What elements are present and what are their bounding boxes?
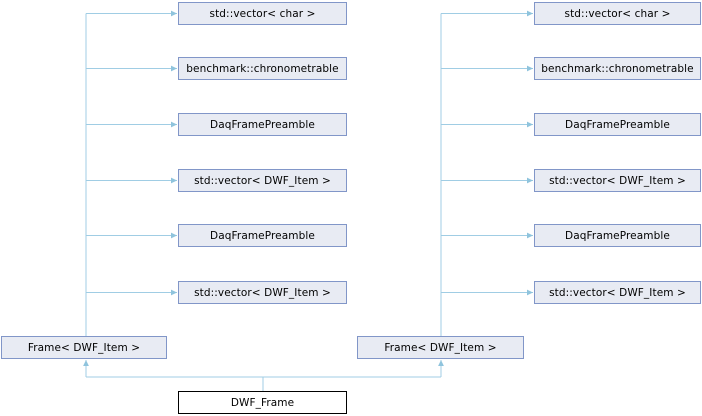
- node-label: std::vector< DWF_Item >: [549, 286, 686, 299]
- node-r-chronometrable[interactable]: benchmark::chronometrable: [534, 57, 701, 80]
- node-label: std::vector< char >: [209, 7, 316, 20]
- node-r-daqframepreamble-1[interactable]: DaqFramePreamble: [534, 113, 701, 136]
- node-label: std::vector< char >: [564, 7, 671, 20]
- node-r-vector-char[interactable]: std::vector< char >: [534, 2, 701, 25]
- node-label: Frame< DWF_Item >: [384, 341, 497, 354]
- node-label: DWF_Frame: [230, 396, 295, 409]
- node-l-daqframepreamble-1[interactable]: DaqFramePreamble: [178, 113, 347, 136]
- node-label: benchmark::chronometrable: [186, 62, 339, 75]
- node-r-vector-dwfitem-2[interactable]: std::vector< DWF_Item >: [534, 281, 701, 304]
- node-l-daqframepreamble-2[interactable]: DaqFramePreamble: [178, 224, 347, 247]
- node-label: std::vector< DWF_Item >: [194, 286, 331, 299]
- node-label: std::vector< DWF_Item >: [549, 174, 686, 187]
- node-l-vector-dwfitem-1[interactable]: std::vector< DWF_Item >: [178, 169, 347, 192]
- node-label: Frame< DWF_Item >: [27, 341, 141, 354]
- node-dwf-frame[interactable]: DWF_Frame: [178, 391, 347, 414]
- node-label: DaqFramePreamble: [210, 118, 315, 131]
- node-l-chronometrable[interactable]: benchmark::chronometrable: [178, 57, 347, 80]
- node-label: DaqFramePreamble: [565, 229, 670, 242]
- node-r-vector-dwfitem-1[interactable]: std::vector< DWF_Item >: [534, 169, 701, 192]
- node-l-vector-char[interactable]: std::vector< char >: [178, 2, 347, 25]
- node-frame-left[interactable]: Frame< DWF_Item >: [1, 336, 167, 359]
- node-frame-right[interactable]: Frame< DWF_Item >: [357, 336, 524, 359]
- node-label: benchmark::chronometrable: [541, 62, 694, 75]
- node-label: DaqFramePreamble: [565, 118, 670, 131]
- node-label: DaqFramePreamble: [210, 229, 315, 242]
- node-r-daqframepreamble-2[interactable]: DaqFramePreamble: [534, 224, 701, 247]
- node-l-vector-dwfitem-2[interactable]: std::vector< DWF_Item >: [178, 281, 347, 304]
- node-label: std::vector< DWF_Item >: [194, 174, 331, 187]
